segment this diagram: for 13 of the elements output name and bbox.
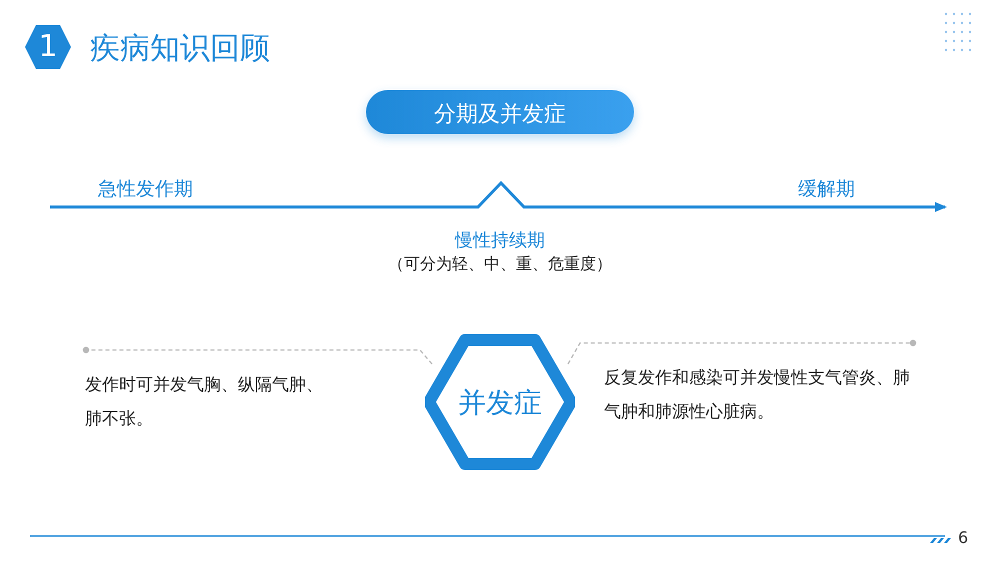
body-text: 发作时可并发气胸、纵隔气肿、肺不张。 — [85, 374, 324, 431]
number-badge: 1 — [24, 24, 72, 70]
slide-title: 疾病知识回顾 — [90, 30, 270, 68]
stage-label: 慢性持续期 — [454, 229, 546, 252]
hexagon-node: 并发症 — [425, 334, 575, 470]
note-text: （可分为轻、中、重、危重度） — [387, 254, 613, 275]
stage-label: 缓解期 — [798, 177, 855, 202]
stage-label: 急性发作期 — [98, 177, 193, 202]
leader-line — [567, 340, 916, 364]
leader-line — [82, 346, 432, 364]
body-text: 反复发作和感染可并发慢性支气管炎、肺气肿和肺源性心脏病。 — [604, 367, 911, 424]
page-number: 6 — [958, 528, 968, 547]
heading-pill: 分期及并发症 — [366, 90, 634, 134]
